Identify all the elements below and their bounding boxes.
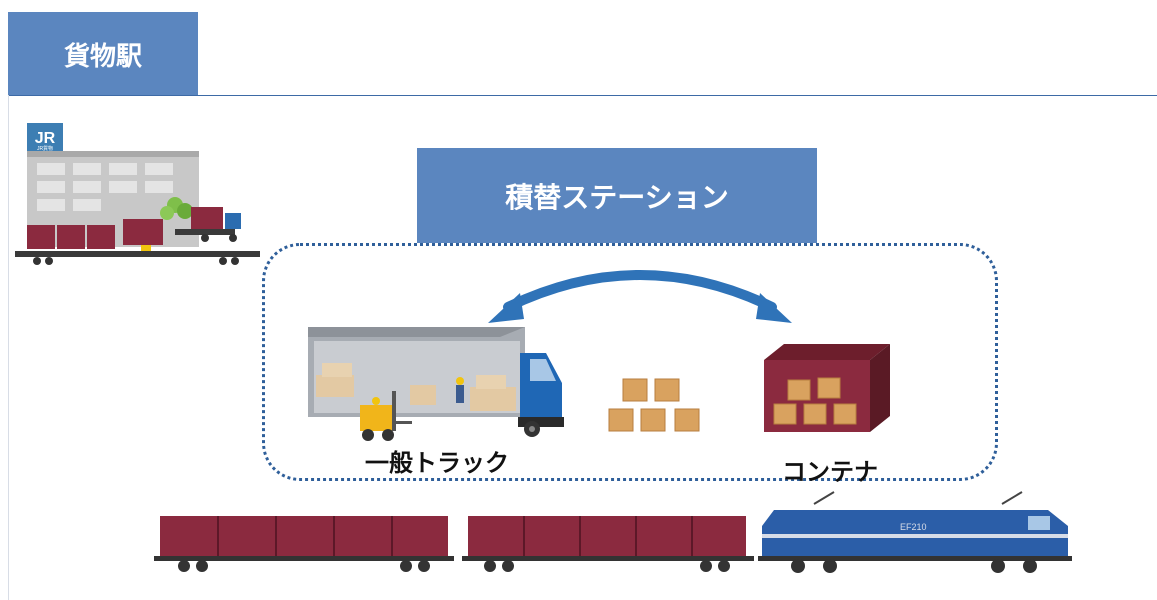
freight-station-illustration: JR JR貨物 [15, 115, 265, 275]
freight-wagon-small [15, 225, 260, 265]
page-title: 貨物駅 [8, 12, 198, 96]
svg-text:EF210: EF210 [900, 522, 927, 532]
freight-wagon-1 [154, 516, 454, 572]
two-way-arrow-icon [480, 255, 800, 335]
svg-text:JR: JR [35, 130, 56, 147]
freight-train-illustration: EF210 [150, 490, 1090, 575]
truck-loading-illustration [300, 325, 570, 445]
transshipment-station-label: 積替ステーション [417, 148, 817, 243]
electric-locomotive: EF210 [758, 491, 1072, 573]
jr-freight-logo [27, 123, 63, 151]
svg-text:JR貨物: JR貨物 [37, 145, 53, 152]
container-label: コンテナ [782, 458, 878, 486]
container-illustration [760, 340, 895, 435]
header-divider [8, 95, 1157, 96]
cargo-boxes-icon [605, 375, 705, 437]
left-border [8, 95, 9, 600]
truck-label: 一般トラック [365, 449, 509, 477]
transshipment-area [262, 243, 998, 481]
freight-wagon-2 [462, 516, 754, 572]
